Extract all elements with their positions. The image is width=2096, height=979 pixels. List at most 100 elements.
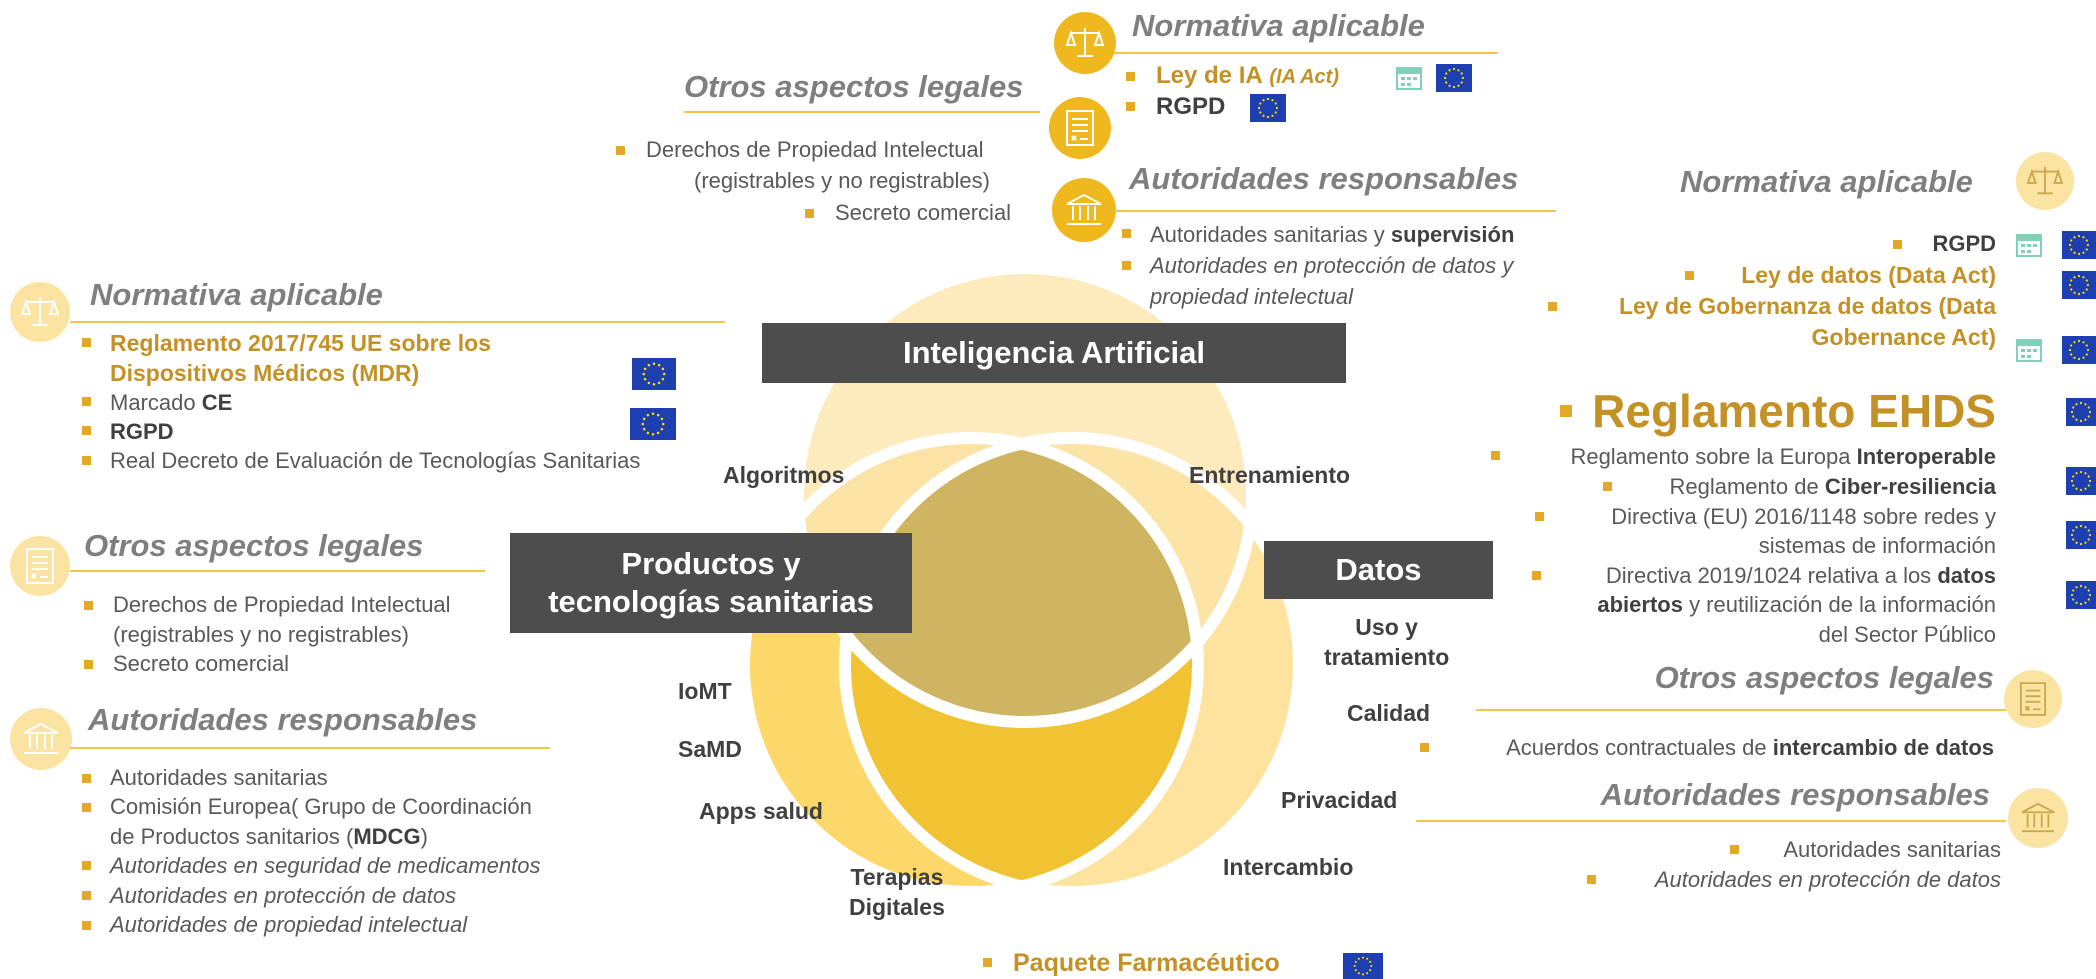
bullet: [1126, 102, 1135, 111]
bullet: [82, 921, 91, 930]
venn-label-privacidad: Privacidad: [1281, 787, 1398, 813]
eu-flag-icon: [2066, 521, 2096, 549]
bullet: [616, 146, 625, 155]
left-mdr-line1: Reglamento 2017/745 UE sobre los: [110, 330, 491, 356]
right-interop: Reglamento sobre la Europa Interoperable: [1570, 442, 1996, 472]
paquete-farmaceutico: Paquete Farmacéutico: [1013, 949, 1280, 977]
aut-item1-bold: supervisión: [1390, 222, 1515, 247]
bullet: [1685, 271, 1694, 280]
aut-item1-pre: Autoridades sanitarias y: [1150, 222, 1391, 247]
right-normativa-title: Normativa aplicable: [1680, 164, 1973, 199]
bullet: [82, 861, 91, 870]
venn-label-calidad: Calidad: [1347, 700, 1431, 726]
directiva2-pre: Directiva 2019/1024 relativa a los: [1605, 563, 1938, 588]
right-aut-item1: Autoridades sanitarias: [1783, 837, 2001, 862]
right-dga-line1: Ley de Gobernanza de datos (Data: [1618, 293, 1996, 319]
left-otros-underline: [70, 570, 485, 572]
bullet: [1491, 451, 1500, 460]
left-aut-item4: Autoridades en protección de datos: [110, 883, 457, 908]
calendar-icon: [2016, 231, 2042, 257]
directiva2-bold: datos: [1937, 563, 1996, 588]
datos-label: Datos: [1335, 552, 1422, 587]
terapias-line1: Terapias: [850, 864, 944, 890]
left-otros-item2: Secreto comercial: [113, 651, 290, 676]
top-autoridades-underline: [1114, 210, 1556, 212]
venn-label-terapias: Terapias Digitales: [849, 862, 945, 922]
scales-icon: [10, 282, 70, 342]
scales-icon: [2016, 152, 2074, 210]
eu-flag-icon: [632, 358, 676, 390]
top-aut-item1: Autoridades sanitarias y supervisión: [1150, 220, 1514, 250]
bullet: [805, 209, 814, 218]
right-autoridades-title: Autoridades responsables: [1600, 777, 1990, 812]
ciber-pre: Reglamento de: [1669, 474, 1825, 499]
top-otros-item2: Secreto comercial: [835, 200, 1012, 225]
directiva2-line2-post: y reutilización de la información: [1682, 592, 1996, 617]
bullet: [82, 456, 91, 465]
document-icon: [1049, 97, 1111, 159]
eu-flag-icon: [630, 408, 676, 440]
ley-ia-text: Ley de IA: [1156, 62, 1263, 89]
top-ley-ia: Ley de IA (IA Act): [1156, 61, 1339, 92]
top-otros-item1: Derechos de Propiedad Intelectual: [646, 137, 984, 162]
top-rgpd: RGPD: [1156, 93, 1226, 120]
bullet: [82, 397, 91, 406]
right-ciber: Reglamento de Ciber-resiliencia: [1669, 472, 1996, 502]
institution-icon: [2008, 788, 2068, 848]
marcado-bold: CE: [201, 390, 233, 415]
left-aut-item3: Autoridades en seguridad de medicamentos: [110, 853, 541, 878]
venn-label-entrenamiento: Entrenamiento: [1189, 462, 1351, 488]
top-normativa-underline: [1114, 52, 1498, 54]
mdcg-pre: de Productos sanitarios (: [110, 824, 354, 849]
top-autoridades-title: Autoridades responsables: [1129, 161, 1519, 196]
uso-line1: Uso y: [1355, 614, 1418, 640]
calendar-icon: [2016, 336, 2042, 362]
left-aut-item1: Autoridades sanitarias: [110, 765, 328, 790]
document-icon: [10, 536, 70, 596]
ia-label-box: Inteligencia Artificial: [762, 323, 1346, 383]
eu-flag-icon: [2062, 336, 2096, 364]
left-normativa-title: Normativa aplicable: [90, 277, 383, 312]
left-aut-item5: Autoridades de propiedad intelectual: [110, 912, 468, 937]
ciber-bold: Ciber-resiliencia: [1824, 474, 1996, 499]
venn-label-uso: Uso y tratamiento: [1324, 612, 1449, 672]
bullet: [1548, 302, 1557, 311]
eu-flag-icon: [1343, 953, 1383, 979]
venn-label-samd: SaMD: [678, 736, 742, 762]
left-otros-item1-line2: (registrables y no registrables): [113, 622, 409, 647]
eu-flag-icon: [1436, 64, 1472, 92]
directiva2-line2-bold: abiertos: [1597, 592, 1683, 617]
right-otros-underline: [1476, 709, 2006, 711]
bullet: [1420, 743, 1429, 752]
left-mdr-line2: Dispositivos Médicos (MDR): [110, 360, 420, 386]
uso-line2: tratamiento: [1324, 644, 1450, 670]
mdcg-bold: MDCG: [353, 824, 421, 849]
right-autoridades-underline: [1416, 820, 2006, 822]
bullet: [1730, 845, 1739, 854]
bullet: [82, 426, 91, 435]
terapias-line2: Digitales: [849, 894, 945, 920]
mdcg-post: ): [420, 824, 428, 849]
eu-flag-icon: [2066, 398, 2096, 426]
bullet: [82, 338, 91, 347]
left-aut-item2: Comisión Europea( Grupo de Coordinación: [110, 794, 532, 819]
bullet: [1122, 261, 1131, 270]
datos-label-box: Datos: [1264, 541, 1493, 599]
bullet: [1587, 875, 1596, 884]
bullet: [1532, 571, 1541, 580]
bullet: [1535, 512, 1544, 521]
scales-icon: [1054, 12, 1116, 74]
top-otros-item1-line2: (registrables y no registrables): [694, 168, 990, 193]
institution-icon: [1052, 178, 1116, 242]
ia-label: Inteligencia Artificial: [902, 335, 1206, 370]
ia-act-text: (IA Act): [1269, 66, 1339, 88]
eu-flag-icon: [2066, 581, 2096, 609]
right-directiva2-line2: abiertos y reutilización de la informaci…: [1597, 590, 1996, 620]
right-otros-title: Otros aspectos legales: [1654, 660, 1994, 695]
bullet: [84, 601, 93, 610]
right-directiva1-line1: Directiva (EU) 2016/1148 sobre redes y: [1611, 504, 1996, 529]
calendar-icon: [1396, 64, 1422, 90]
left-rgpd: RGPD: [110, 419, 174, 444]
right-rgpd: RGPD: [1932, 231, 1996, 256]
top-normativa-title: Normativa aplicable: [1132, 8, 1425, 43]
